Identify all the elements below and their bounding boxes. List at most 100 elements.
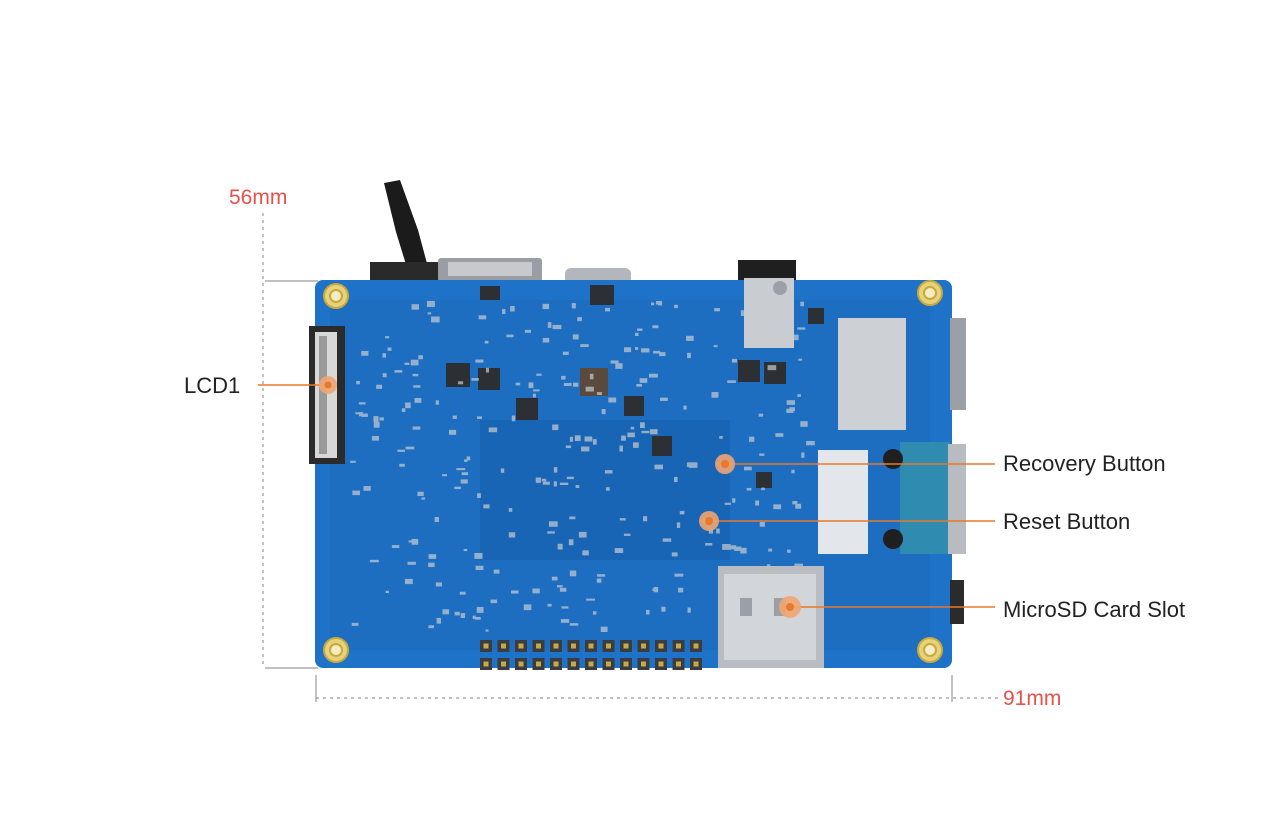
gpio-pin-contact [483,643,489,649]
smd-component [569,623,579,626]
smd-component [731,358,737,363]
smd-component [542,481,550,485]
smd-component [653,350,661,354]
smd-component [671,552,678,557]
gpio-pin-contact [606,661,611,667]
smd-component [435,582,443,587]
gpio-pin-contact [606,643,611,649]
smd-component [542,337,550,343]
smd-component [795,503,802,509]
smd-component [637,328,643,331]
smd-component [601,409,606,415]
smd-component [376,384,383,389]
smd-component [761,487,765,491]
smd-component [477,416,482,420]
gpio-pin-contact [641,661,646,667]
smd-component [639,378,648,383]
smd-component [732,498,736,503]
smd-component [687,352,691,359]
smd-component [621,435,626,441]
smd-component [581,446,590,452]
smd-component [510,306,515,312]
smd-component [350,460,356,463]
smd-component [361,413,368,417]
smd-component [454,611,460,616]
gpio-pin-contact [501,643,506,649]
smd-component [411,304,419,310]
gpio-pin-contact [518,643,524,649]
smd-component [397,449,406,452]
smd-component [716,528,720,534]
smd-component [488,427,498,433]
smd-component [552,324,562,330]
smd-component [615,363,623,369]
gpio-pin-contact [693,643,699,649]
smd-component [466,456,471,461]
smd-component [759,521,765,527]
smd-component [547,531,555,534]
smd-component [711,392,719,398]
gpio-pin-contact [571,643,576,649]
smd-component [758,413,764,417]
recovery-button-callout-label: Recovery Button [1003,451,1166,476]
smd-component [485,629,489,632]
smd-component [800,421,808,427]
smd-component [619,518,626,521]
width-dimension-label: 91mm [1003,687,1062,710]
smd-component [363,486,371,491]
smd-component [759,453,765,456]
smd-component [568,539,574,546]
gpio-pin-contact [483,661,489,667]
smd-component [679,510,685,515]
smd-component [452,415,457,419]
smd-component [792,334,799,341]
smd-component [561,375,566,380]
smd-component [674,304,678,309]
smd-component [500,468,505,473]
smd-component [592,439,597,445]
smd-component [460,613,466,618]
smd-component [561,606,569,609]
smd-component [582,550,589,556]
smd-component [523,604,532,611]
gpio-pin-contact [571,661,576,667]
smd-component [456,468,466,471]
smd-component [391,545,400,548]
smd-component [571,303,576,309]
smd-component [435,400,439,405]
smd-component [575,485,580,489]
smd-component [457,381,464,385]
smd-component [714,308,720,312]
smd-component [448,429,457,435]
smd-component [676,522,681,528]
smd-component [574,435,581,442]
smd-component [573,382,579,387]
smd-component [563,382,572,386]
smd-component [359,412,363,417]
smd-component [508,508,513,512]
smd-component [584,436,593,442]
smd-component [385,336,390,339]
smd-component [749,436,755,442]
smd-component [650,429,658,435]
smd-component [589,373,594,380]
gpio-pin-contact [623,643,629,649]
smd-component [614,548,624,553]
smd-component [661,606,666,612]
gpio-pin-contact [641,643,646,649]
smd-component [727,380,736,383]
height-dimension-label: 56mm [229,186,288,209]
smd-component [623,533,631,536]
smd-component [559,587,567,592]
smd-component [475,359,484,363]
smd-component [428,554,437,559]
smd-component [542,303,550,310]
smd-component [407,561,416,565]
smd-component [640,422,645,429]
smd-component [476,606,484,613]
gpio-pin-contact [553,643,559,649]
smd-component [541,478,547,482]
smd-component [547,322,552,328]
smd-component [371,436,380,441]
